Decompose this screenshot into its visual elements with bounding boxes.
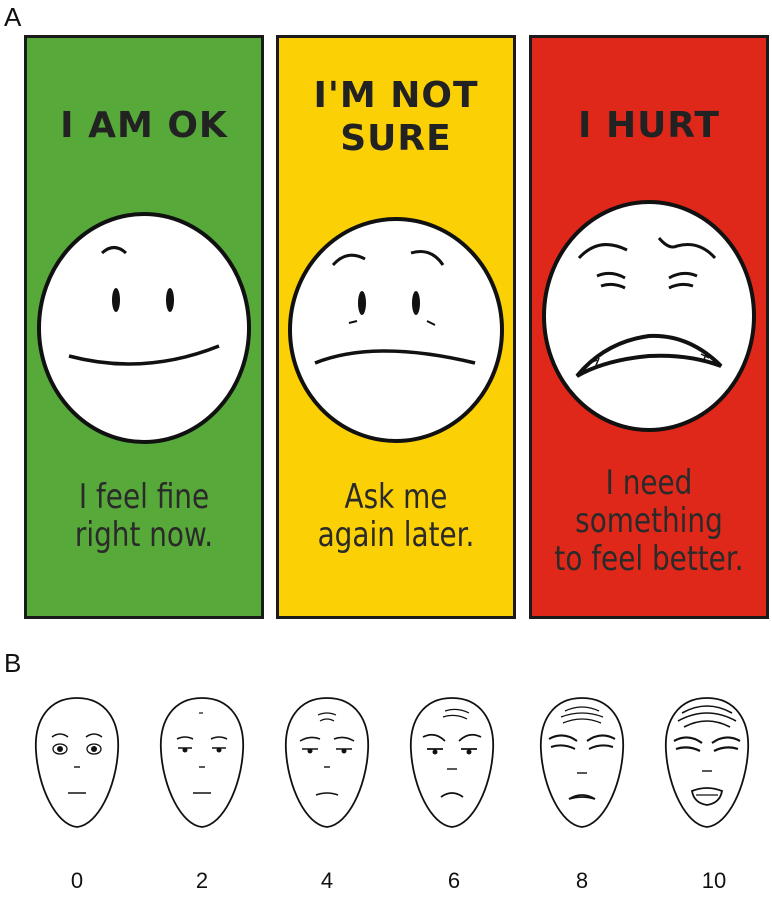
panel-heading: I AM OK <box>60 105 228 146</box>
panel-caption: I need something to feel better. <box>554 463 744 580</box>
scale-value-2: 2 <box>195 868 209 893</box>
crying-face-icon <box>542 200 756 432</box>
panel-caption: I feel fine right now. <box>74 477 214 556</box>
pain-face-6-icon <box>409 697 495 828</box>
pain-face-10-icon <box>664 697 750 828</box>
pain-face-2-icon <box>159 697 245 828</box>
panel-not-sure: I'M NOT SURE Ask me again later. <box>276 35 516 619</box>
panel-label-b: B <box>4 648 22 678</box>
scale-value-10: 10 <box>701 868 727 893</box>
happy-face-icon <box>37 212 251 444</box>
pain-face-4-icon <box>284 697 370 828</box>
unsure-face-icon <box>288 217 504 443</box>
scale-value-0: 0 <box>70 868 84 893</box>
panel-caption: Ask me again later. <box>317 477 475 556</box>
panel-i-hurt: I HURT I need something to feel better. <box>529 35 769 619</box>
scale-value-6: 6 <box>447 868 461 893</box>
scale-value-8: 8 <box>575 868 589 893</box>
panel-i-am-ok: I AM OK I feel fine right now. <box>24 35 264 619</box>
scale-value-4: 4 <box>320 868 334 893</box>
panel-heading: I'M NOT SURE <box>313 75 479 160</box>
panel-label-a: A <box>4 2 22 32</box>
pain-face-0-icon <box>34 697 120 828</box>
pain-face-8-icon <box>539 697 625 828</box>
panel-heading: I HURT <box>578 105 720 146</box>
